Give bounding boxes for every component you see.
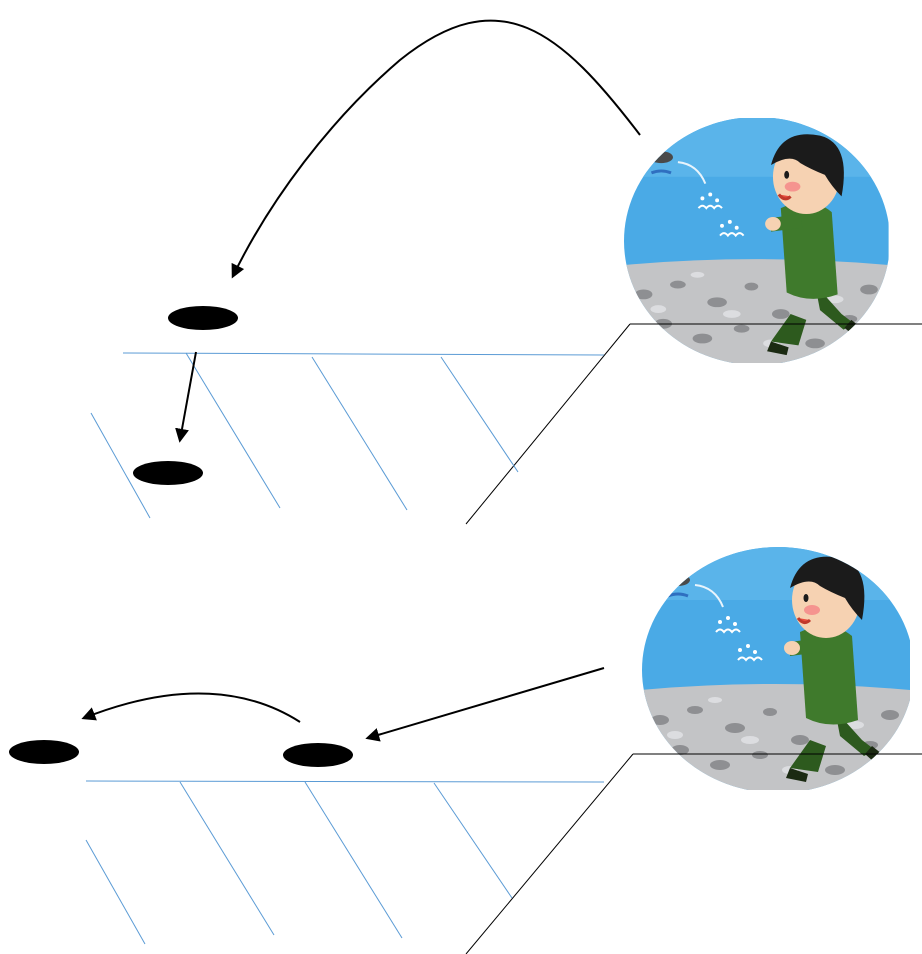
- water-hatching: [90, 352, 519, 519]
- scene-sinks: [90, 19, 922, 525]
- riverbank-slope: [465, 323, 631, 525]
- stone-sunk: [133, 461, 203, 485]
- stone-first-bounce: [283, 743, 353, 767]
- flat-throw-arrow: [365, 667, 605, 742]
- riverbank-slope: [465, 753, 634, 954]
- boy-throwing-stone-illustration: [624, 117, 890, 365]
- stone-surface: [168, 306, 238, 330]
- stone-second-bounce: [9, 740, 79, 764]
- water-surface-line: [85, 780, 605, 783]
- water-hatching: [85, 781, 513, 945]
- scene-skips: [9, 547, 922, 954]
- water-surface-line: [122, 352, 605, 356]
- high-arc-throw-arrow: [231, 19, 641, 279]
- sinking-arrow: [175, 351, 197, 443]
- skip-arc-arrow: [81, 692, 301, 723]
- boy-throwing-stone-illustration-2: [642, 547, 912, 792]
